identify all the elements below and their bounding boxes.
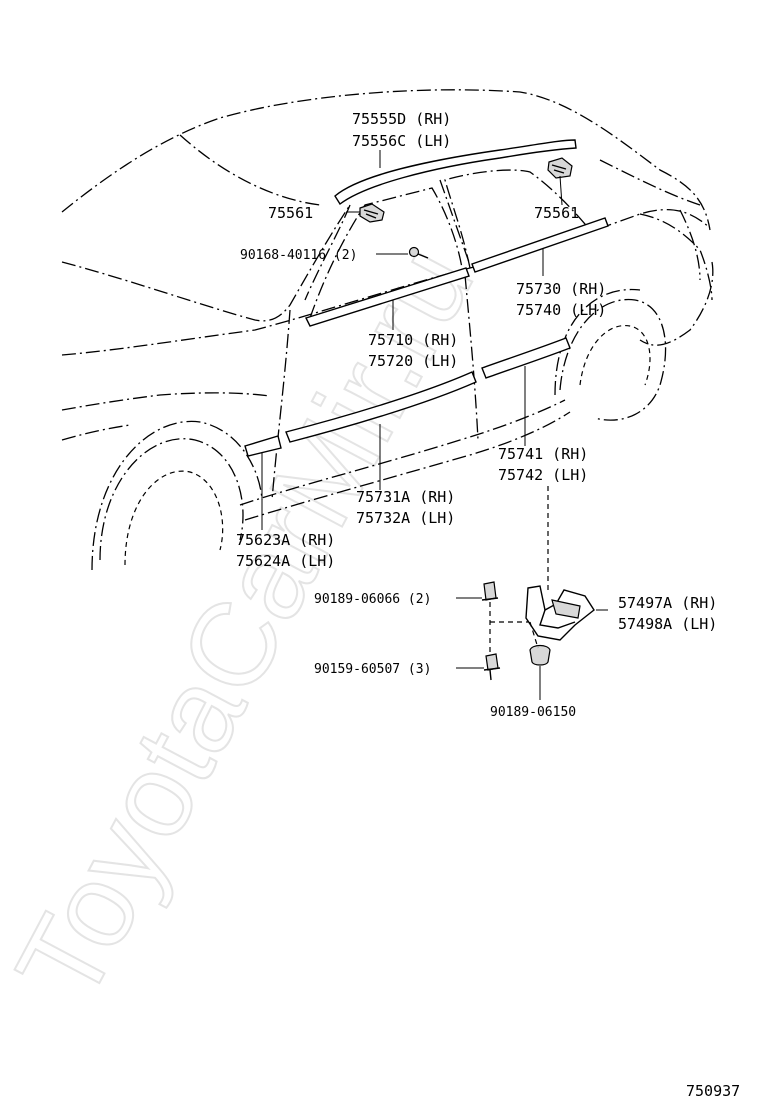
callout-75731a-rh: 75731A (RH) bbox=[356, 488, 455, 506]
callout-75555-rh: 75555D (RH) bbox=[352, 110, 451, 128]
fender-molding bbox=[244, 435, 282, 457]
callout-75732a-lh: 75732A (LH) bbox=[356, 509, 455, 527]
callout-90189-06066: 90189-06066 (2) bbox=[314, 592, 431, 607]
front-door-side-molding bbox=[285, 371, 477, 443]
clip-90189-06150 bbox=[529, 644, 551, 666]
callout-57497: 57497A (RH) 57498A (LH) bbox=[618, 594, 717, 633]
callout-75561-right: 75561 bbox=[534, 204, 579, 222]
callout-75623: 75623A (RH) 75624A (LH) bbox=[236, 531, 335, 570]
callout-75556-lh: 75556C (LH) bbox=[352, 132, 451, 150]
callout-75730-rh: 75730 (RH) bbox=[516, 280, 606, 298]
leader-lines bbox=[261, 150, 608, 700]
screw-90168 bbox=[408, 246, 429, 259]
callout-75710: 75710 (RH) 75720 (LH) bbox=[368, 331, 458, 370]
callout-75720-lh: 75720 (LH) bbox=[368, 352, 458, 370]
callout-75555: 75555D (RH) 75556C (LH) bbox=[352, 110, 451, 150]
clip-75561-left bbox=[359, 203, 385, 223]
callout-75731: 75731A (RH) 75732A (LH) bbox=[356, 488, 455, 527]
callout-90168: 90168-40116 (2) bbox=[240, 248, 357, 263]
clip-75561-right bbox=[547, 157, 573, 179]
roof-molding bbox=[334, 139, 577, 206]
callout-75730: 75730 (RH) 75740 (LH) bbox=[516, 280, 606, 319]
callout-57497a-rh: 57497A (RH) bbox=[618, 594, 717, 612]
callout-90189-06150: 90189-06150 bbox=[490, 705, 576, 720]
callout-75741: 75741 (RH) 75742 (LH) bbox=[498, 445, 588, 484]
callout-57498a-lh: 57498A (LH) bbox=[618, 615, 717, 633]
callout-75740-lh: 75740 (LH) bbox=[516, 301, 606, 319]
diagram-id: 750937 bbox=[686, 1082, 740, 1100]
callout-75741-rh: 75741 (RH) bbox=[498, 445, 588, 463]
callout-75710-rh: 75710 (RH) bbox=[368, 331, 458, 349]
rear-belt-molding bbox=[471, 217, 609, 273]
callout-90159: 90159-60507 (3) bbox=[314, 662, 431, 677]
callout-75623a-rh: 75623A (RH) bbox=[236, 531, 335, 549]
callout-75742-lh: 75742 (LH) bbox=[498, 466, 588, 484]
callout-75561-left: 75561 bbox=[268, 204, 313, 222]
screw-90159 bbox=[483, 653, 501, 681]
clip-90189-06066 bbox=[481, 581, 499, 601]
callout-75624a-lh: 75624A (LH) bbox=[236, 552, 335, 570]
rear-door-side-molding bbox=[481, 337, 571, 379]
front-belt-molding bbox=[305, 267, 470, 327]
mudguard-57497 bbox=[525, 585, 595, 641]
parts bbox=[244, 139, 609, 681]
